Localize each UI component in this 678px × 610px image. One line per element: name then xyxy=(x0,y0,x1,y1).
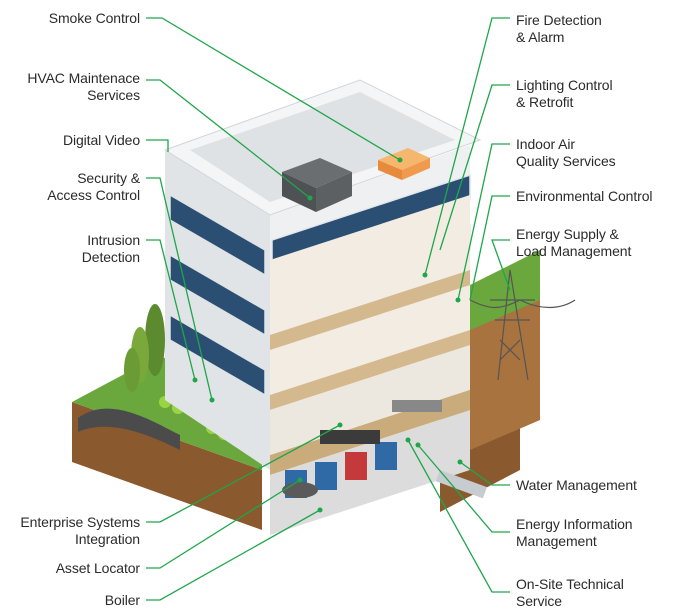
cutaway-interior xyxy=(270,195,487,535)
label-fire-detection: Fire Detection & Alarm xyxy=(516,12,602,45)
label-hvac-maintenance: HVAC Maintenace Services xyxy=(27,70,140,103)
label-boiler: Boiler xyxy=(104,592,140,608)
label-enterprise-systems: Enterprise Systems Integration xyxy=(20,514,140,547)
label-onsite-technical: On-Site Technical Service xyxy=(516,576,624,609)
label-indoor-air: Indoor Air Quality Services xyxy=(516,136,616,169)
leader-lines xyxy=(146,17,511,601)
transmission-tower xyxy=(469,269,576,381)
label-energy-supply: Energy Supply & Load Management xyxy=(516,226,632,259)
windows-left xyxy=(169,193,266,397)
label-intrusion-detection: Intrusion Detection xyxy=(81,232,140,265)
label-environmental-control: Environmental Control xyxy=(516,188,653,204)
label-energy-information: Energy Information Management xyxy=(516,516,633,549)
label-smoke-control: Smoke Control xyxy=(48,10,140,26)
label-asset-locator: Asset Locator xyxy=(55,560,140,576)
label-security-access: Security & Access Control xyxy=(47,170,140,203)
label-digital-video: Digital Video xyxy=(62,132,140,148)
label-lighting-control: Lighting Control & Retrofit xyxy=(516,77,613,110)
label-water-management: Water Management xyxy=(516,477,637,493)
